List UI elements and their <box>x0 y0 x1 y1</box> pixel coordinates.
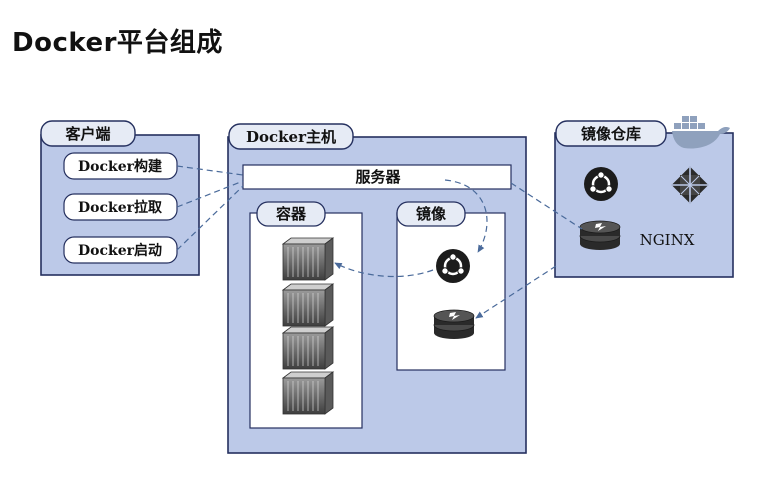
container-icon <box>281 326 335 370</box>
container-icon <box>281 371 335 415</box>
server-bar <box>242 164 512 190</box>
command-run-label: Docker启动 <box>78 242 162 259</box>
containers-tag <box>256 201 326 227</box>
docker-host-label: Docker主机 <box>246 128 336 146</box>
docker-whale-icon <box>672 116 730 149</box>
images-box <box>396 212 506 371</box>
page-title: Docker平台组成 <box>12 28 223 58</box>
command-build-label: Docker构建 <box>78 158 162 175</box>
registry-to-image-arrow <box>475 265 557 319</box>
ubuntu-registry-icon <box>584 167 618 201</box>
registry-label: 镜像仓库 <box>581 125 641 143</box>
redis-image-icon <box>433 309 475 339</box>
pull-to-server-line <box>176 180 244 208</box>
build-to-server-line <box>176 165 244 176</box>
image-to-container-arrow <box>334 262 434 278</box>
registry-panel: 镜像仓库 <box>554 116 734 278</box>
images-label: 镜像 <box>416 205 447 223</box>
command-pull-label: Docker拉取 <box>78 199 163 216</box>
images-tag <box>396 201 466 227</box>
registry-tag <box>555 120 667 147</box>
containers-label: 容器 <box>275 205 307 223</box>
run-to-server-line <box>176 185 244 251</box>
connectors <box>176 165 583 319</box>
client-panel: 客户端 Docker构建 Docker拉取 Docker启动 <box>40 120 200 276</box>
server-to-image-arrow <box>444 179 488 253</box>
docker-host-tag <box>228 123 354 150</box>
server-label: 服务器 <box>355 168 401 186</box>
container-icon <box>281 283 335 327</box>
client-label: 客户端 <box>64 125 110 143</box>
container-icon <box>281 237 335 281</box>
centos-registry-icon <box>671 166 709 204</box>
server-to-registry-line <box>510 182 583 230</box>
nginx-label: NGINX <box>640 231 695 249</box>
docker-host-panel: Docker主机 服务器 容器 镜像 <box>227 123 527 454</box>
client-tag <box>40 120 136 147</box>
redis-registry-icon <box>579 220 621 250</box>
ubuntu-image-icon <box>436 249 470 283</box>
